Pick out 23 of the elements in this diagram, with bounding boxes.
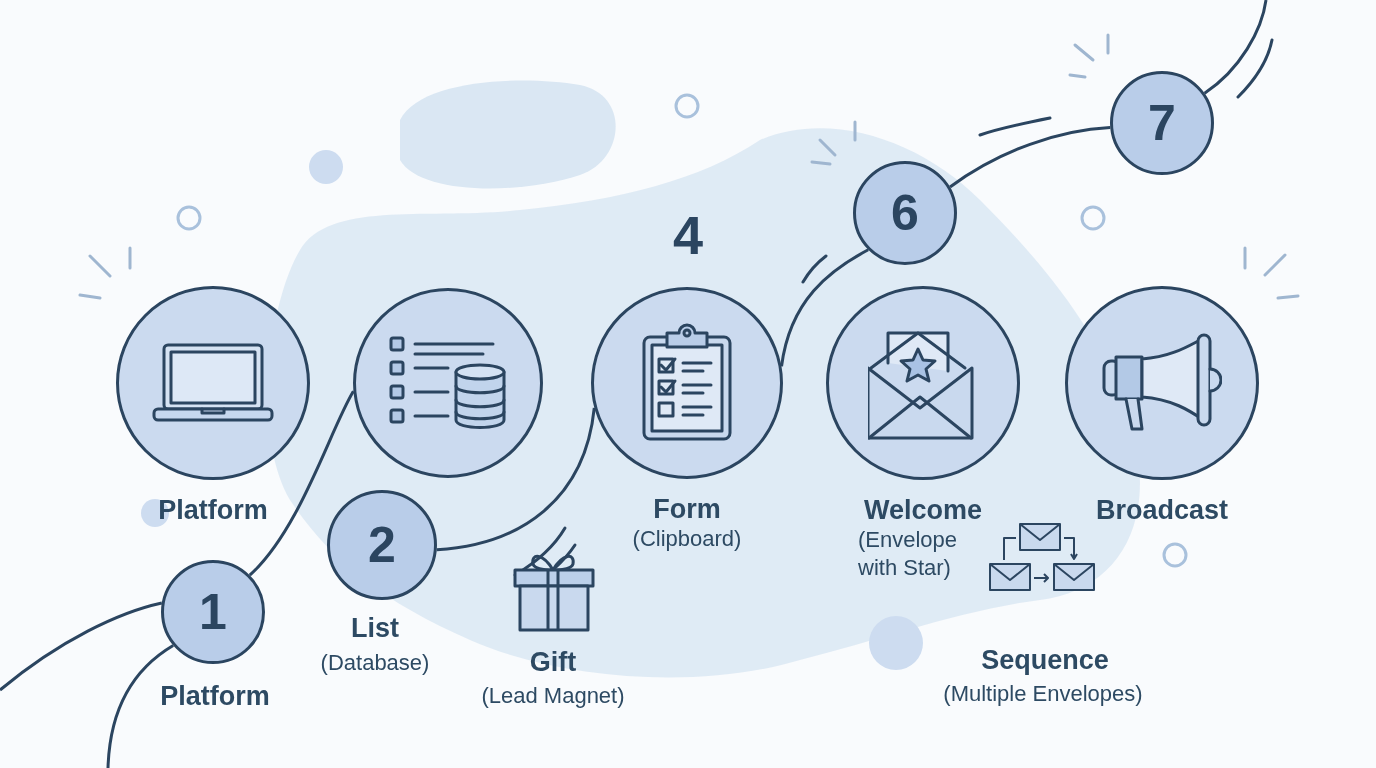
connector-line: [949, 126, 1111, 189]
step-number: 6: [891, 188, 919, 238]
step-sublabel: (Lead Magnet): [481, 681, 625, 710]
step-label: Form: [653, 493, 721, 525]
step-number: 1: [199, 587, 227, 637]
step-label: Sequence: [981, 643, 1109, 677]
connector-line: [0, 601, 163, 692]
step-label: Platform: [158, 494, 268, 526]
step-sublabel: (Multiple Envelopes): [943, 679, 1143, 708]
step-sublabel: (Database): [320, 648, 430, 677]
step-number: 4: [673, 203, 703, 267]
connector-line: [1203, 0, 1268, 95]
step-label: Platform: [160, 679, 270, 713]
step-label: List: [351, 611, 399, 645]
step-sublabel: (Envelope with Star): [858, 526, 959, 582]
step-label: Broadcast: [1095, 494, 1228, 526]
step-number: 7: [1148, 98, 1176, 148]
step-label: Gift: [529, 645, 577, 679]
step-label: Welcome: [863, 494, 982, 526]
connector-line: [106, 644, 174, 768]
step-number: 2: [368, 520, 396, 570]
step-sublabel: (Clipboard): [632, 525, 742, 553]
connector-line: [248, 390, 355, 577]
